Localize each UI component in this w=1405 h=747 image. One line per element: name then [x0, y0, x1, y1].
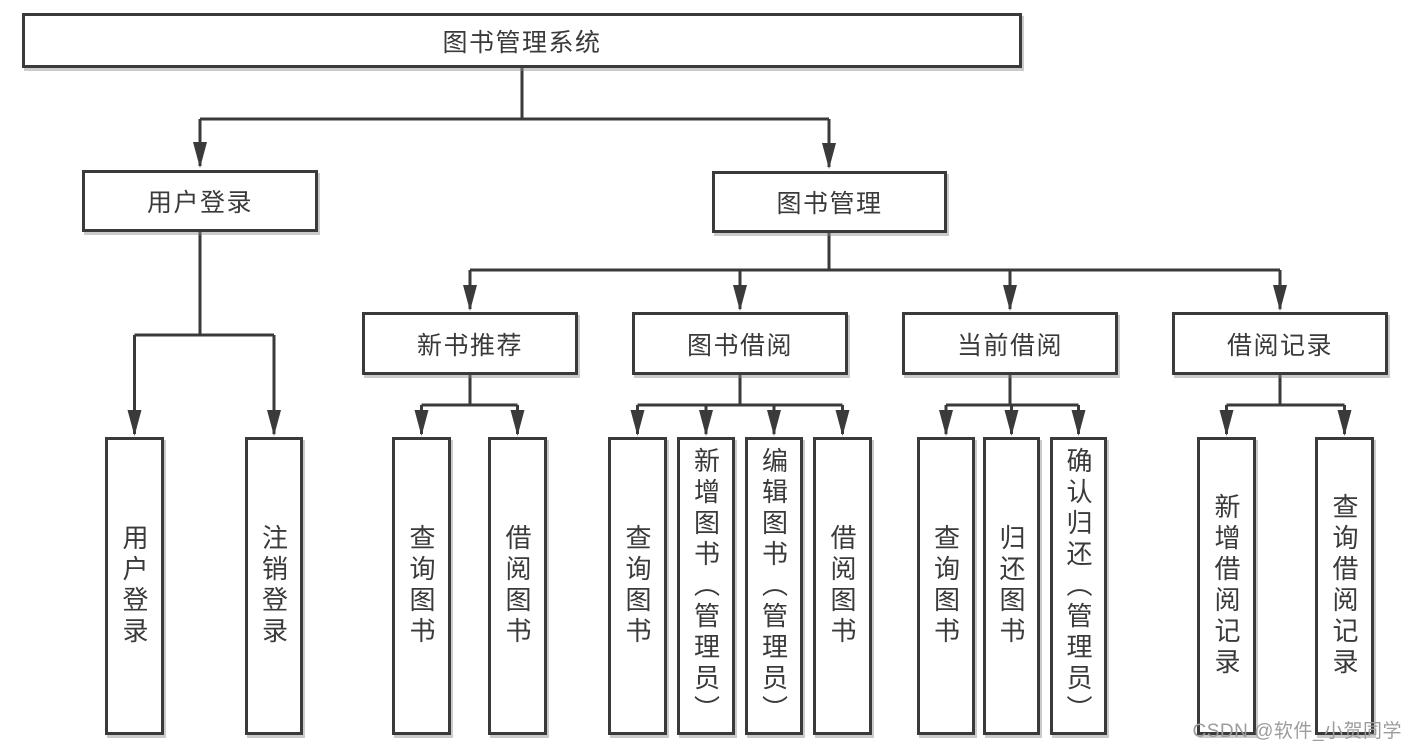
- node-user-login: 用户登录: [82, 170, 318, 232]
- csdn-watermark: CSDN @软件_小贺同学: [1192, 721, 1402, 742]
- node-book-management: 图书管理: [712, 171, 947, 233]
- leaf-current-query-book: 查询图书: [917, 437, 975, 735]
- leaf-current-return-book: 归还图书: [983, 437, 1040, 735]
- leaf-borrow-edit-book-admin: 编辑图书（管理员）: [745, 437, 803, 735]
- leaf-recommend-borrow-book: 借阅图书: [488, 437, 547, 735]
- leaf-record-add-borrow-record: 新增借阅记录: [1197, 437, 1256, 735]
- leaf-current-confirm-return-admin: 确认归还（管理员）: [1050, 437, 1107, 735]
- leaf-borrow-borrow-book: 借阅图书: [813, 437, 872, 735]
- leaf-recommend-query-book: 查询图书: [392, 437, 451, 735]
- leaf-record-query-borrow-record: 查询借阅记录: [1315, 437, 1374, 735]
- leaf-borrow-query-book: 查询图书: [608, 437, 667, 735]
- node-new-book-recommend: 新书推荐: [362, 312, 578, 375]
- leaf-user-login: 用户登录: [105, 437, 164, 735]
- node-borrow-record: 借阅记录: [1172, 312, 1388, 375]
- node-book-borrow: 图书借阅: [632, 312, 848, 375]
- leaf-borrow-add-book-admin: 新增图书（管理员）: [677, 437, 735, 735]
- node-root-system: 图书管理系统: [22, 13, 1022, 68]
- node-current-borrow: 当前借阅: [902, 312, 1118, 375]
- leaf-logout-login: 注销登录: [245, 437, 303, 735]
